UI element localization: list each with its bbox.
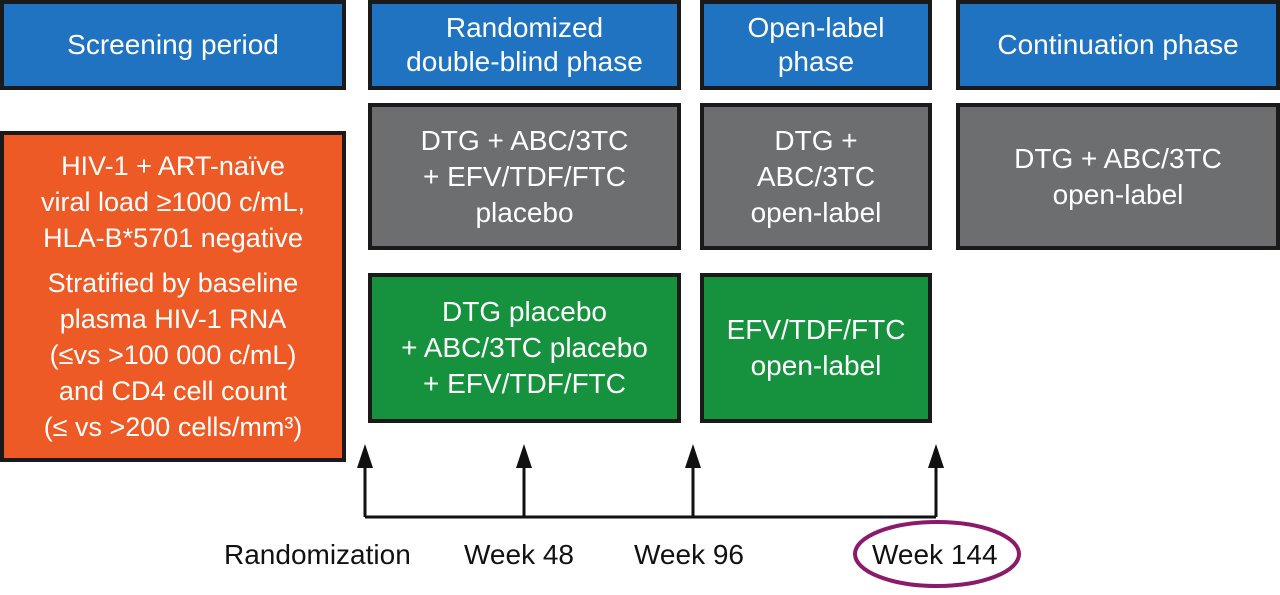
arm-text-line: DTG + — [774, 124, 858, 156]
arrow-week-48 — [516, 444, 532, 517]
label-week-144: Week 144 — [872, 539, 998, 570]
stratification-line: plasma HIV-1 RNA — [59, 304, 287, 334]
arm-text-line: + EFV/TDF/FTC — [423, 160, 626, 192]
week-144-highlight-ring — [853, 520, 1021, 588]
arrow-week-144 — [928, 444, 944, 517]
stratification-line: (≤vs >100 000 c/mL) — [49, 340, 297, 370]
dtg-arm-continuation-box: DTG + ABC/3TC open-label — [956, 103, 1280, 250]
phase-header-screening: Screening period — [0, 0, 346, 90]
eligibility-criteria-line: HLA-B*5701 negative — [43, 223, 303, 253]
arm-text-line: open-label — [750, 350, 882, 381]
phase-header-continuation: Continuation phase — [956, 0, 1280, 90]
dtg-arm-open-label-box: DTG + ABC/3TC open-label — [700, 103, 932, 250]
eligibility-criteria-line: HIV-1 + ART-naïve — [61, 151, 285, 181]
phase-header-open-label: Open-label phase — [700, 0, 932, 90]
phase-header-text: Screening period — [67, 29, 279, 60]
arm-text-line: DTG + ABC/3TC — [1014, 142, 1222, 174]
stratification-line: Stratified by baseline — [47, 268, 299, 298]
phase-header-text: double-blind phase — [406, 46, 643, 77]
phase-header-text: phase — [777, 46, 855, 77]
arrow-randomization — [357, 444, 373, 517]
stratification-line: and CD4 cell count — [58, 376, 288, 406]
efv-arm-open-label-box: EFV/TDF/FTC open-label — [700, 273, 932, 423]
phase-header-text: Continuation phase — [997, 29, 1239, 60]
arm-text-line: EFV/TDF/FTC — [726, 314, 906, 345]
arm-text-line: DTG + ABC/3TC — [420, 124, 629, 156]
arm-text-line: placebo — [475, 196, 574, 228]
arm-text-line: open-label — [750, 196, 882, 228]
arrow-week-96 — [685, 444, 701, 517]
stratification-line: (≤ vs >200 cells/mm³) — [43, 412, 303, 442]
arm-text-line: ABC/3TC — [756, 160, 876, 192]
arm-text-line: + ABC/3TC placebo — [401, 332, 648, 363]
arm-text-line: DTG placebo — [442, 296, 607, 327]
eligibility-criteria-line: viral load ≥1000 c/mL, — [41, 187, 305, 217]
phase-header-text: Randomized — [445, 12, 604, 43]
label-week-48: Week 48 — [464, 539, 574, 570]
efv-arm-randomized-box: DTG placebo + ABC/3TC placebo + EFV/TDF/… — [368, 273, 681, 423]
arm-text-line: + EFV/TDF/FTC — [423, 368, 626, 399]
dtg-arm-randomized-box: DTG + ABC/3TC + EFV/TDF/FTC placebo — [368, 103, 681, 250]
arm-text-line: open-label — [1052, 178, 1184, 210]
label-randomization: Randomization — [224, 539, 411, 570]
label-week-96: Week 96 — [634, 539, 744, 570]
phase-header-randomized: Randomized double-blind phase — [368, 0, 681, 90]
eligibility-box: HIV-1 + ART-naïve viral load ≥1000 c/mL,… — [0, 131, 346, 462]
phase-header-text: Open-label — [747, 12, 885, 43]
